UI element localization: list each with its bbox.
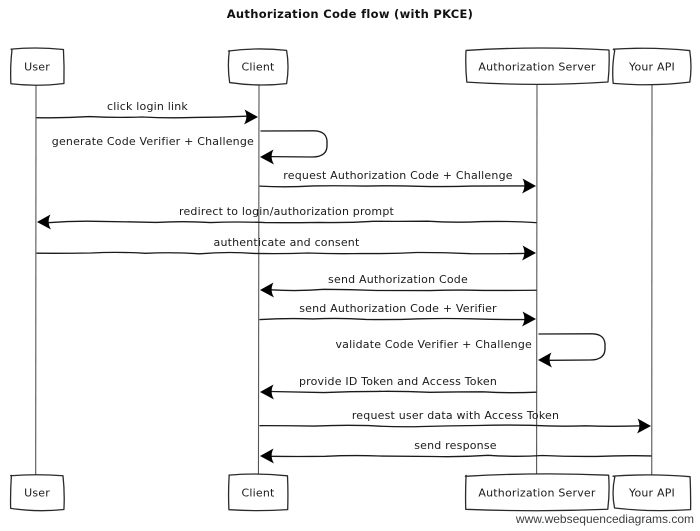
arrow-head [260,149,274,165]
self-message-line [538,333,606,361]
arrow-head [260,448,274,464]
message-9[interactable]: provide ID Token and Access Token [260,375,537,400]
message-line [259,185,526,188]
participant-box [612,47,692,86]
lifeline-client [257,82,260,477]
messages-group: click login link generate Code Verifier +… [36,100,652,464]
message-label: send response [414,439,497,452]
message-label: request user data with Access Token [352,409,559,422]
message-label: request Authorization Code + Challenge [283,169,512,182]
message-line [270,454,652,458]
message-1[interactable]: click login link [36,100,258,125]
diagram-title-group: Authorization Code flow (with PKCE) [227,7,474,21]
message-line [270,288,537,292]
participants-top-group: User Client Authorization Server Your API [9,47,692,86]
message-label: authenticate and consent [214,236,360,249]
arrow-head [538,352,552,368]
message-line [36,115,248,119]
participant-client-top[interactable]: Client [227,48,289,86]
participant-label: Your API [628,487,675,500]
lifelines-group [35,82,653,477]
self-message-line [260,130,328,158]
arrow-head [37,214,51,230]
arrow-head [522,245,536,261]
arrow-head [522,178,536,194]
message-line [36,251,526,255]
participant-client-bottom[interactable]: Client [227,473,289,512]
message-line [259,317,526,321]
message-4[interactable]: redirect to login/authorization prompt [37,205,537,230]
participant-yourapi-bottom[interactable]: Your API [612,474,692,512]
participant-box [464,473,610,512]
participant-authserver-top[interactable]: Authorization Server [465,47,610,86]
arrow-head [260,282,274,298]
message-5[interactable]: authenticate and consent [36,236,536,261]
message-3[interactable]: request Authorization Code + Challenge [259,169,536,194]
participant-label: User [24,61,50,74]
message-label: provide ID Token and Access Token [299,375,497,388]
footer-group: www.websequencediagrams.com [515,512,694,526]
participant-yourapi-top[interactable]: Your API [612,47,692,86]
message-line [270,390,537,394]
message-label: click login link [107,100,188,113]
message-label: send Authorization Code + Verifier [299,302,497,315]
arrow-head [522,311,536,327]
participant-box [9,47,65,86]
message-10[interactable]: request user data with Access Token [259,409,651,434]
message-7[interactable]: send Authorization Code + Verifier [259,302,536,327]
participant-label: Authorization Server [478,61,596,74]
arrow-head [260,384,274,400]
participant-box [9,474,65,512]
message-label: generate Code Verifier + Challenge [52,135,254,148]
participant-box [465,47,610,86]
message-line [47,220,537,224]
message-6[interactable]: send Authorization Code [260,273,537,298]
message-label: redirect to login/authorization prompt [179,205,395,218]
message-8[interactable]: validate Code Verifier + Challenge [335,333,606,368]
page-title: Authorization Code flow (with PKCE) [227,7,474,21]
message-label: validate Code Verifier + Challenge [335,338,532,351]
watermark-link[interactable]: www.websequencediagrams.com [515,512,694,526]
message-11[interactable]: send response [260,439,652,464]
participant-box [227,473,289,512]
participant-label: Client [241,487,275,500]
message-label: send Authorization Code [328,273,468,286]
arrow-head [637,418,651,434]
message-line [259,424,641,428]
participant-label: User [24,487,50,500]
participant-user-bottom[interactable]: User [9,474,65,512]
participant-user-top[interactable]: User [9,47,65,86]
participant-box [612,474,692,512]
message-2[interactable]: generate Code Verifier + Challenge [52,130,328,165]
participant-label: Client [241,61,275,74]
arrow-head [244,109,258,125]
participant-authserver-bottom[interactable]: Authorization Server [464,473,610,512]
participant-label: Authorization Server [478,487,596,500]
participants-bottom-group: User Client Authorization Server Your API [9,473,692,512]
participant-label: Your API [628,61,675,74]
participant-box [227,48,289,86]
